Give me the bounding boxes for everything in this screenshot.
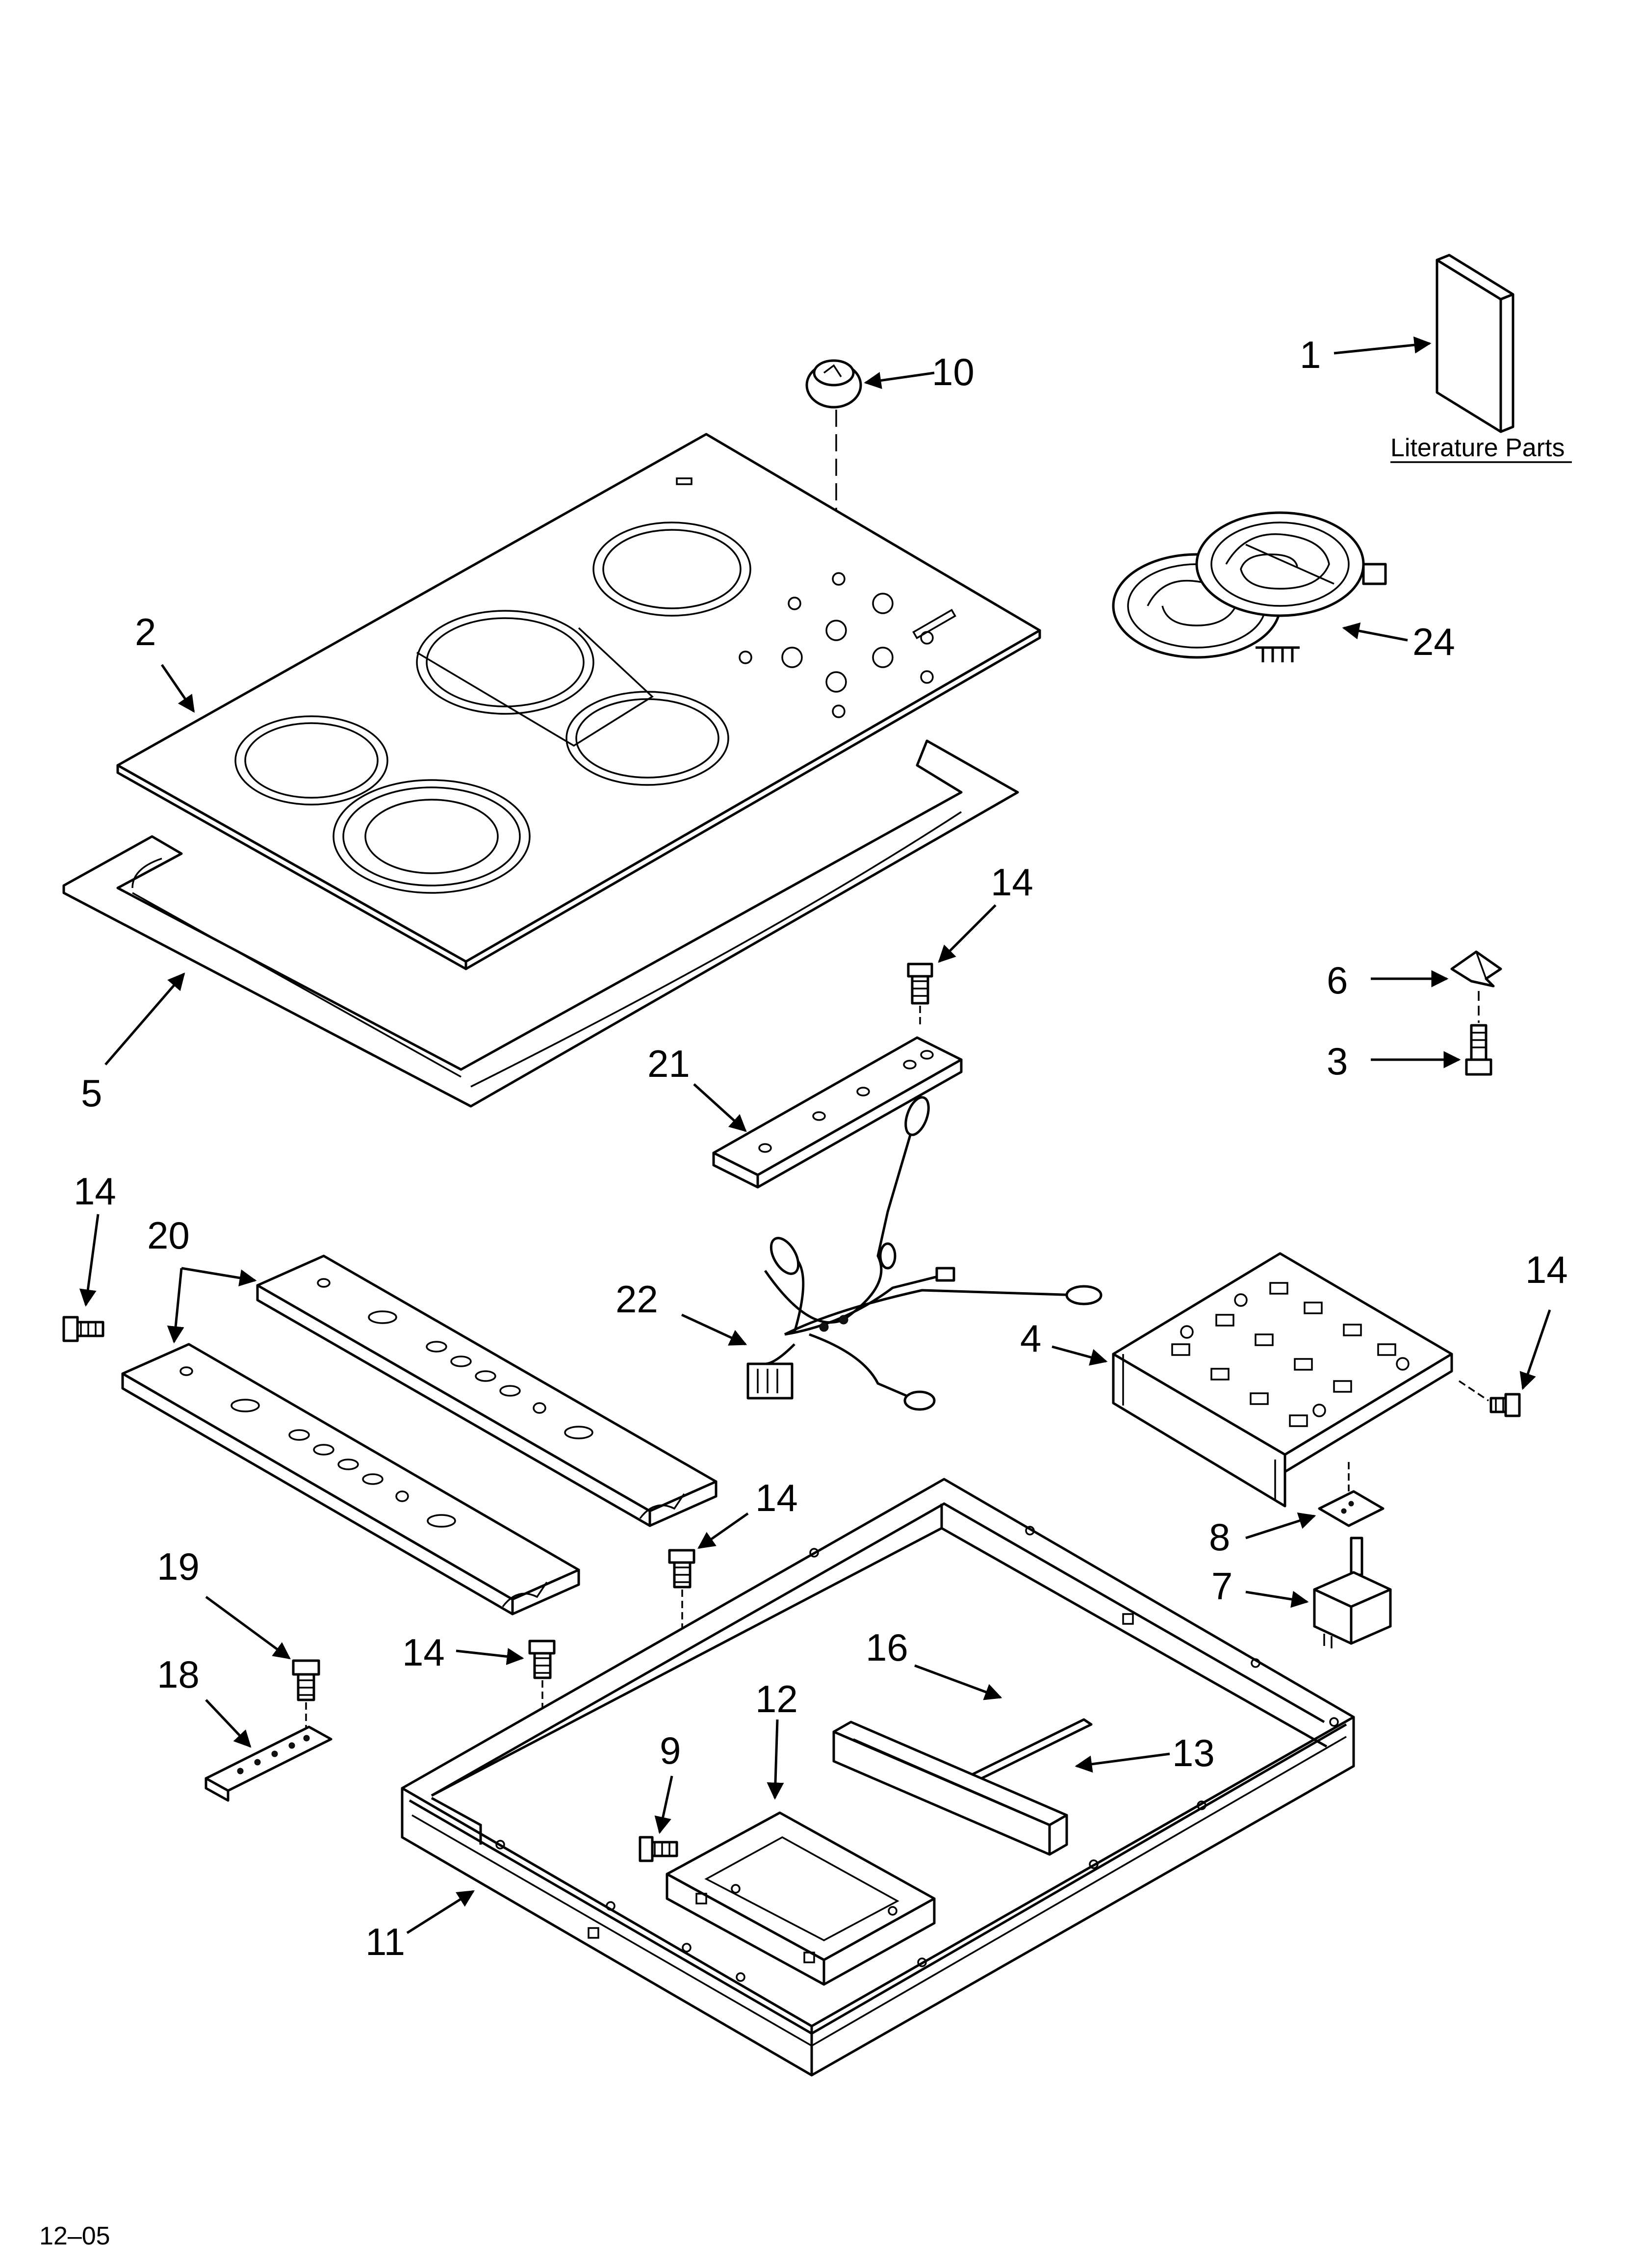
literature-parts-label: Literature Parts [1390,434,1565,462]
frame-12 [666,1811,936,1986]
callout-21: 21 [647,1042,690,1085]
callout-12: 12 [755,1677,798,1721]
mounting-clip [1450,950,1502,988]
callout-19: 19 [157,1545,200,1588]
callout-1: 1 [1300,333,1321,376]
channel-13 [832,1721,1068,1856]
bracket-21 [712,1036,963,1189]
callout-5: 5 [81,1071,102,1115]
callout-14c: 14 [1525,1248,1568,1291]
callout-2: 2 [135,610,156,653]
callout-14d: 14 [755,1476,798,1519]
infinite-switch [1313,1537,1392,1648]
callout-14a: 14 [991,860,1033,904]
callout-4: 4 [1020,1317,1041,1360]
callout-6: 6 [1327,959,1348,1002]
callout-16: 16 [866,1626,908,1669]
screw-19 [292,1659,320,1701]
bracket-18 [205,1725,333,1802]
control-box [1112,1252,1453,1508]
screw-14-right [1489,1393,1521,1417]
callout-13: 13 [1172,1731,1215,1774]
bracket-20-front [121,1343,580,1616]
control-knob [805,359,862,409]
callout-14e: 14 [402,1631,445,1674]
revision-date: 12–05 [39,2222,110,2250]
bracket-20-rear [256,1254,718,1527]
callout-9: 9 [660,1729,681,1772]
callout-20: 20 [147,1214,190,1257]
callout-22: 22 [616,1277,658,1321]
screw-14-lower [528,1640,556,1679]
dual-radiant-element [1112,511,1387,662]
screw-14-top [907,963,933,1005]
literature-parts-book [1436,254,1514,433]
callout-10: 10 [932,350,975,393]
clip-screw [1465,1024,1492,1076]
screw-14-left [62,1316,104,1342]
wire-harness [746,1096,1103,1411]
callout-18: 18 [157,1653,200,1696]
cooktop-glass [116,433,1041,970]
cooktop-gasket [62,739,1019,1108]
callout-11: 11 [365,1920,405,1963]
callout-14b: 14 [74,1170,116,1213]
screw-9 [639,1836,678,1862]
callout-3: 3 [1327,1040,1348,1083]
mounting-plate [1318,1490,1385,1527]
screw-14-mid [668,1549,695,1589]
callout-7: 7 [1211,1564,1232,1608]
callout-24: 24 [1412,620,1455,663]
callout-8: 8 [1209,1515,1230,1559]
